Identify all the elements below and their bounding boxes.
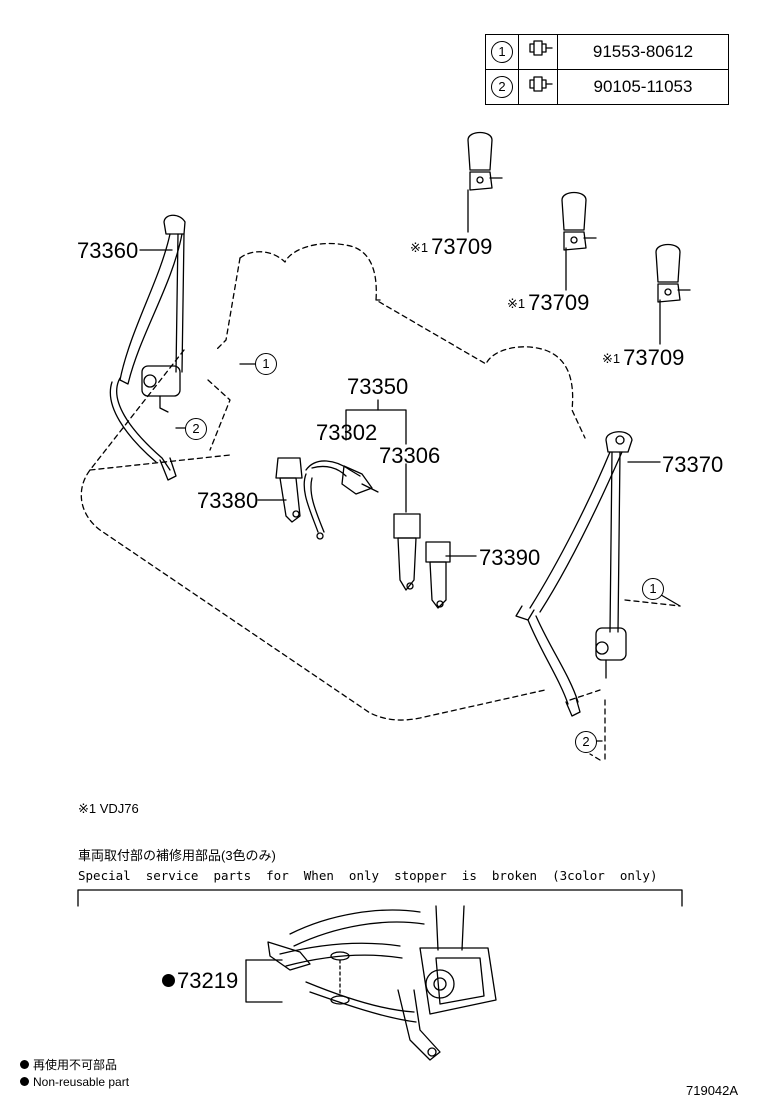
seat-outline	[80, 242, 681, 761]
note-mark: ※1	[507, 296, 526, 311]
callout-bolt-2: 2	[185, 418, 207, 440]
ref-circle: 1	[491, 41, 513, 63]
legend-jp: 再使用不可部品	[20, 1058, 117, 1072]
buckle-73380	[275, 457, 303, 523]
label-73302[interactable]: 73302	[316, 420, 378, 445]
non-reusable-mark	[20, 1077, 29, 1086]
buckle-73390	[425, 541, 451, 609]
callout-bolt-2: 2	[575, 731, 597, 753]
non-reusable-mark	[162, 974, 175, 987]
bolt-parts-table: 1 91553-80612 2 90105-11053	[485, 34, 729, 105]
table-row: 1 91553-80612	[485, 34, 729, 70]
ref-circle: 2	[491, 76, 513, 98]
callout-bolt-1: 1	[642, 578, 664, 600]
special-parts-title-en: Special service parts for When only stop…	[78, 868, 658, 883]
note-mark: ※1	[602, 351, 621, 366]
note-mark: ※1	[410, 240, 429, 255]
anchor-73709-a	[467, 131, 503, 191]
part-number: 90105-11053	[557, 69, 729, 105]
non-reusable-mark	[20, 1060, 29, 1069]
table-row: 2 90105-11053	[485, 69, 729, 105]
label-73380[interactable]: 73380	[197, 488, 259, 513]
footnote-vdj76: ※1 VDJ76	[78, 801, 139, 816]
right-seat-belt	[515, 431, 633, 717]
legend-en: Non-reusable part	[20, 1075, 129, 1089]
special-parts-title-jp: 車両取付部の補修用部品(3色のみ)	[78, 848, 276, 863]
left-seat-belt	[109, 214, 186, 481]
anchor-73709-b	[561, 191, 597, 251]
special-parts-detail	[267, 905, 497, 1061]
label-73350[interactable]: 73350	[347, 374, 409, 399]
label-73370[interactable]: 73370	[662, 452, 724, 477]
buckle-73306	[393, 513, 421, 591]
callout-bolt-1: 1	[255, 353, 277, 375]
figure-number: 719042A	[686, 1083, 739, 1098]
label-73306[interactable]: 73306	[379, 443, 441, 468]
special-parts-bracket	[77, 889, 683, 907]
label-73390[interactable]: 73390	[479, 545, 541, 570]
label-73360[interactable]: 73360	[77, 238, 139, 263]
label-73219[interactable]: 73219	[162, 970, 238, 992]
anchor-73709-c	[655, 243, 691, 303]
lap-belt-73302	[303, 460, 379, 540]
part-number: 91553-80612	[557, 34, 729, 70]
